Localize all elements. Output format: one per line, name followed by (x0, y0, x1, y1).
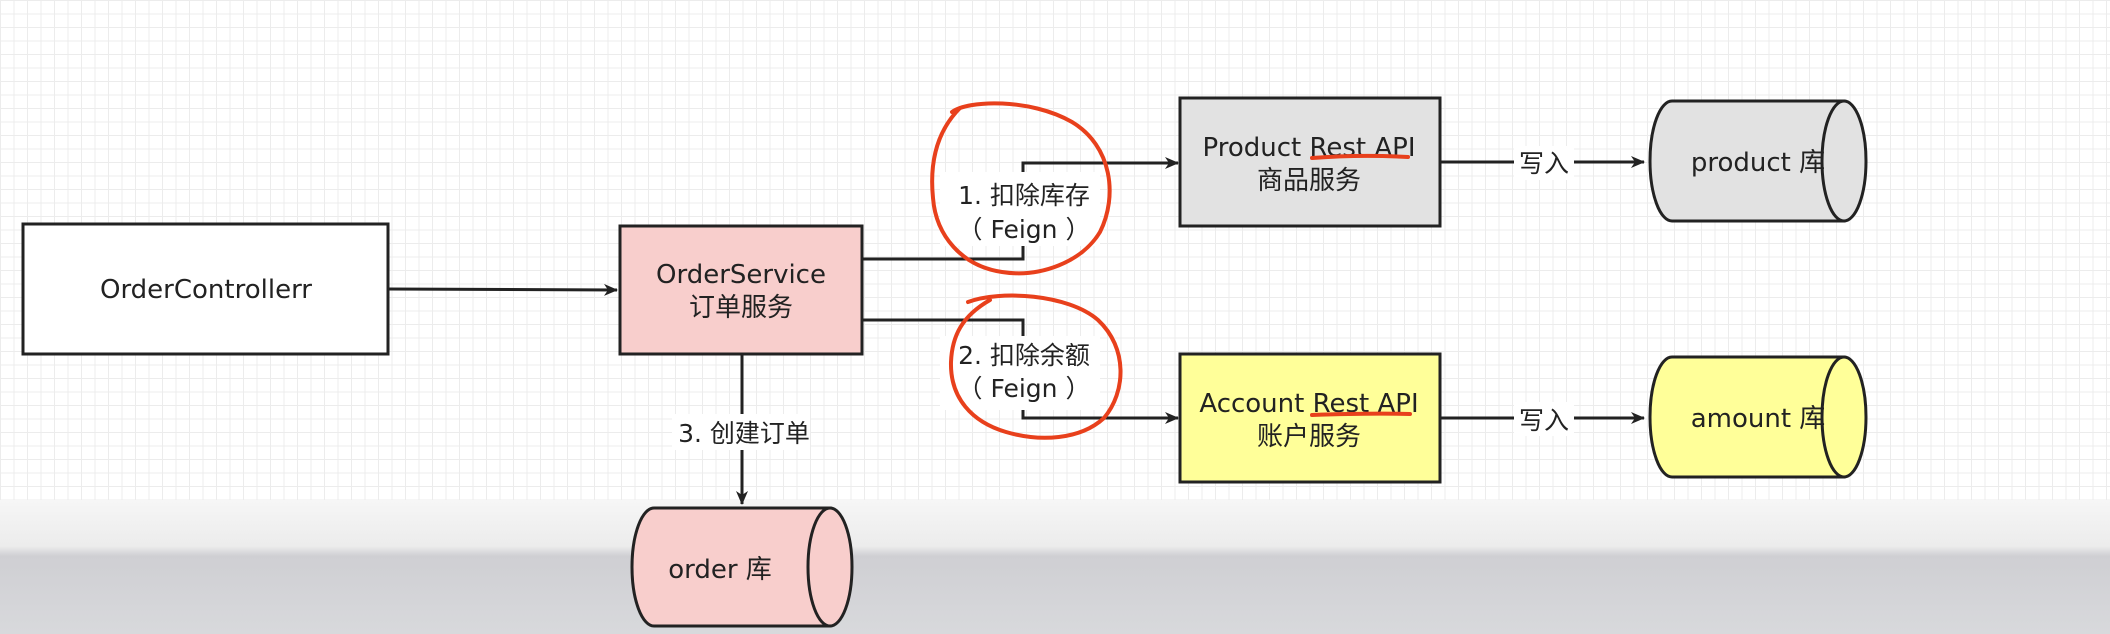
node-label-prefix: Account (1199, 389, 1312, 419)
node-label-prefix: Product (1202, 133, 1309, 163)
cylinder-cap (806, 506, 854, 628)
node-label: OrderControllerr (100, 275, 312, 305)
node-order-db: order 库 (630, 506, 854, 628)
cylinder-body (1648, 99, 1846, 223)
edge-label-bg (1514, 402, 1574, 436)
annotation-underline (1310, 153, 1410, 160)
edge-label-bg (940, 172, 1100, 246)
node-shape (1178, 96, 1442, 228)
edge-label-deduct-stock-feign: （ Feign ） (958, 215, 1091, 244)
node-amount-db: amount 库 (1648, 355, 1868, 479)
cylinder-cap (1820, 99, 1868, 223)
edge-label-bg (940, 336, 1100, 410)
node-order-controller: OrderControllerr (21, 222, 390, 356)
edge-label-bg (672, 414, 810, 450)
node-label: Product Rest API (1202, 133, 1415, 163)
diagram-canvas (0, 0, 2110, 500)
edge-label-create-order: 3. 创建订单 (678, 419, 810, 448)
node-label: order 库 (668, 555, 772, 585)
edge-service-to-order-db: 3. 创建订单 (672, 355, 810, 505)
cylinder-cap (1820, 355, 1868, 479)
edge-service-to-account: 2. 扣除余额 （ Feign ） (862, 318, 1179, 424)
node-label: product 库 (1691, 148, 1825, 178)
edge-label-bg (1514, 146, 1574, 180)
window-bottom-bar (0, 500, 2110, 634)
node-order-service: OrderService 订单服务 (618, 224, 864, 356)
node-shape (618, 224, 864, 356)
edge-label-write-amount: 写入 (1519, 406, 1569, 435)
node-shape (21, 222, 390, 356)
node-shape (1178, 352, 1442, 484)
edge-label-deduct-stock: 1. 扣除库存 (958, 181, 1090, 210)
annotation-circle (948, 293, 1123, 440)
annotation-circle (930, 101, 1112, 276)
edge-account-to-db: 写入 (1440, 402, 1645, 436)
node-sublabel: 订单服务 (689, 293, 793, 323)
edge-service-to-product: 1. 扣除库存 （ Feign ） (862, 157, 1179, 261)
cylinder-body (630, 506, 832, 628)
edge-label-deduct-balance: 2. 扣除余额 (958, 341, 1090, 370)
edge-label-deduct-balance-feign: （ Feign ） (958, 374, 1091, 403)
edge-label-write-product: 写入 (1519, 149, 1569, 178)
annotation-underline (1310, 411, 1412, 417)
edge-controller-to-service (387, 283, 618, 296)
edge-product-to-db: 写入 (1440, 146, 1645, 180)
node-product-api: Product Rest API 商品服务 (1178, 96, 1442, 228)
node-product-db: product 库 (1648, 99, 1868, 223)
node-sublabel: 商品服务 (1257, 166, 1361, 196)
node-label: amount 库 (1691, 404, 1826, 434)
node-sublabel: 账户服务 (1257, 422, 1361, 452)
cylinder-body (1648, 355, 1846, 479)
node-label: OrderService (656, 260, 826, 290)
annotation-layer (930, 101, 1412, 440)
node-account-api: Account Rest API 账户服务 (1178, 352, 1442, 484)
